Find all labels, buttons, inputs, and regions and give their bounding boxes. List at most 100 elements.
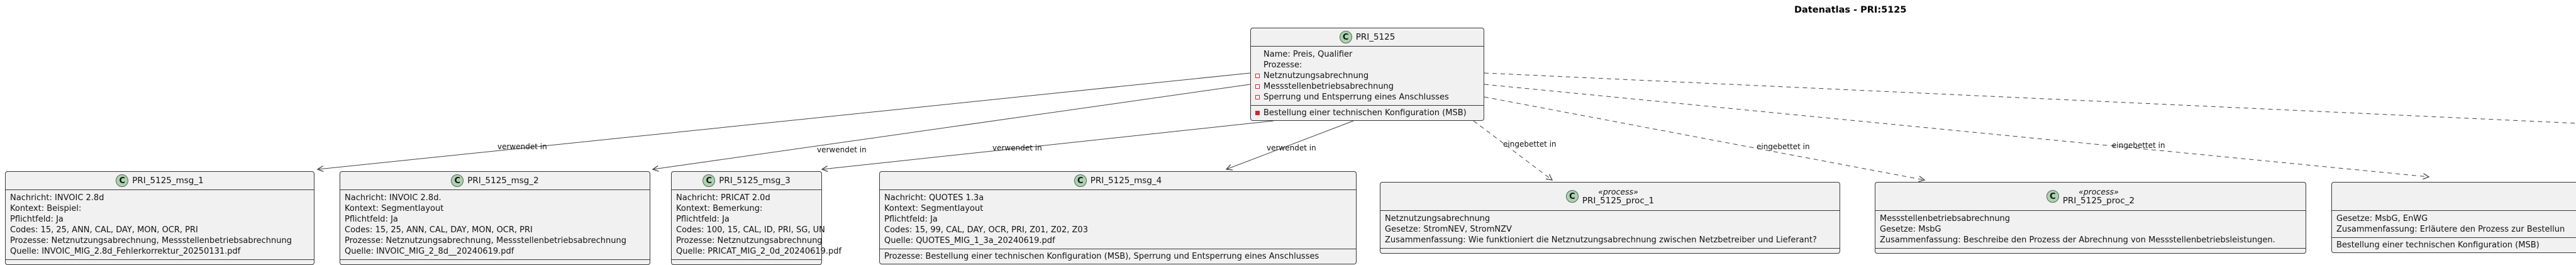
class-stereotype: «process» <box>2079 187 2119 196</box>
class-attribute: Nachricht: INVOIC 2.8d. <box>345 193 441 203</box>
class-header: C PRI_5125 <box>1251 28 1484 47</box>
field-square-icon <box>1255 95 1260 99</box>
class-attribute: Name: Preis, Qualifier <box>1263 50 1353 59</box>
class-attribute: Zusammenfassung: Beschreibe den Prozess … <box>1880 235 2275 245</box>
edge-label-verwendet-in-2: verwendet in <box>817 145 867 154</box>
class-attribute: Prozesse: Netznutzungsabrechnung, Messst… <box>345 236 626 245</box>
class-attribute: Nachricht: INVOIC 2.8d <box>10 193 104 203</box>
class-attributes: Messstellenbetriebsabrechnung Gesetze: M… <box>1875 211 2306 248</box>
class-attribute: Prozesse: Netznutzungsabrechnung, Messst… <box>10 236 292 245</box>
class-attribute: Pflichtfeld: Ja <box>676 215 730 224</box>
class-box-pri-5125-proc-1: C «process» PRI_5125_proc_1 Netznutzungs… <box>1380 182 1840 254</box>
empty-methods-compartment <box>1380 248 1840 253</box>
class-attribute: Quelle: INVOIC_MIG_2.8d_Fehlerkorrektur_… <box>10 247 241 256</box>
class-attribute: Codes: 15, 25, ANN, CAL, DAY, MON, OCR, … <box>345 225 533 235</box>
class-icon: C <box>702 174 716 187</box>
class-attribute: Nachricht: PRICAT 2.0d <box>676 193 770 203</box>
class-name: PRI_5125 <box>1355 32 1396 42</box>
class-attribute: Zusammenfassung: Wie funktioniert die Ne… <box>1385 235 1817 245</box>
class-attributes: Nachricht: INVOIC 2.8d Kontext: Beispiel… <box>6 190 314 259</box>
class-methods: Bestellung einer technischen Konfigurati… <box>2332 237 2576 252</box>
edge-label-eingebettet-in-3: eingebettet in <box>2112 141 2165 150</box>
class-attribute: Codes: 15, 25, ANN, CAL, DAY, MON, OCR, … <box>10 225 198 235</box>
class-box-pri-5125-msg-4: C PRI_5125_msg_4 Nachricht: QUOTES 1.3a … <box>879 171 1357 264</box>
class-header: C PRI_5125_msg_4 <box>880 172 1356 190</box>
edge-label-verwendet-in-1: verwendet in <box>497 142 547 151</box>
class-attribute: Codes: 100, 15, CAL, ID, PRI, SG, UN <box>676 225 825 235</box>
class-name: PRI_5125_proc_1 <box>1582 196 1655 206</box>
class-attribute: Quelle: PRICAT_MIG_2_0d_20240619.pdf <box>676 247 842 256</box>
class-attribute: Messstellenbetriebsabrechnung <box>1880 214 2011 223</box>
page-title: Datenatlas - PRI:5125 <box>1794 5 1907 15</box>
class-attributes: Netznutzungsabrechnung Gesetze: StromNEV… <box>1380 211 1840 248</box>
class-name: PRI_5125_msg_2 <box>467 176 539 186</box>
class-icon: C <box>1339 31 1352 43</box>
class-icon: C <box>116 174 129 187</box>
class-header <box>2332 183 2576 211</box>
class-attribute: Zusammenfassung: Erläutere den Prozess z… <box>2336 225 2565 234</box>
class-method: Prozesse: Bestellung einer technischen K… <box>884 252 1319 261</box>
class-attribute: Pflichtfeld: Ja <box>884 215 938 224</box>
empty-methods-compartment <box>672 259 821 264</box>
class-box-pri-5125-msg-2: C PRI_5125_msg_2 Nachricht: INVOIC 2.8d.… <box>340 171 650 265</box>
class-attribute: Prozesse: <box>1263 60 1302 70</box>
class-attribute: Kontext: Bemerkung: <box>676 204 763 213</box>
class-box-pri-5125: C PRI_5125 Name: Preis, Qualifier Prozes… <box>1250 28 1484 121</box>
class-attribute: Gesetze: StromNEV, StromNZV <box>1385 225 1512 234</box>
class-name: PRI_5125_msg_1 <box>132 176 204 186</box>
class-attribute: Pflichtfeld: Ja <box>10 215 64 224</box>
class-attributes: Nachricht: INVOIC 2.8d. Kontext: Segment… <box>340 190 650 259</box>
class-stereotype: «process» <box>1598 187 1638 196</box>
class-icon: C <box>1074 174 1087 187</box>
class-box-pri-5125-msg-1: C PRI_5125_msg_1 Nachricht: INVOIC 2.8d … <box>5 171 314 265</box>
field-square-icon <box>1255 74 1260 78</box>
edge-label-verwendet-in-3: verwendet in <box>992 144 1042 152</box>
class-methods: Bestellung einer technischen Konfigurati… <box>1251 105 1484 120</box>
class-attribute: Kontext: Beispiel: <box>10 204 82 213</box>
class-name: PRI_5125_msg_4 <box>1090 176 1162 186</box>
class-attribute: Netznutzungsabrechnung <box>1385 214 1491 223</box>
class-box-pri-5125-proc-3-clipped: Gesetze: MsbG, EnWG Zusammenfassung: Erl… <box>2331 182 2576 253</box>
class-attribute: Messstellenbetriebsabrechnung <box>1263 82 1394 91</box>
class-attribute: Codes: 15, 99, CAL, DAY, OCR, PRI, Z01, … <box>884 225 1088 235</box>
class-attribute: Gesetze: MsbG, EnWG <box>2336 214 2428 223</box>
empty-methods-compartment <box>6 259 314 264</box>
class-attribute: Quelle: QUOTES_MIG_1_3a_20240619.pdf <box>884 236 1055 245</box>
class-box-pri-5125-msg-3: C PRI_5125_msg_3 Nachricht: PRICAT 2.0d … <box>671 171 842 265</box>
class-header: C PRI_5125_msg_2 <box>340 172 650 190</box>
edge-label-eingebettet-in-1: eingebettet in <box>1503 140 1557 149</box>
field-square-icon <box>1255 84 1260 89</box>
class-attributes: Nachricht: QUOTES 1.3a Kontext: Segmentl… <box>880 190 1356 249</box>
class-attribute: Prozesse: Netznutzungsabrechnung <box>676 236 823 245</box>
class-attribute: Pflichtfeld: Ja <box>345 215 398 224</box>
class-header: C «process» PRI_5125_proc_2 <box>1875 183 2306 211</box>
class-attributes: Name: Preis, Qualifier Prozesse: Netznut… <box>1251 47 1484 105</box>
edge-label-verwendet-in-4: verwendet in <box>1267 144 1316 152</box>
class-method: Bestellung einer technischen Konfigurati… <box>2336 240 2540 250</box>
class-methods: Prozesse: Bestellung einer technischen K… <box>880 249 1356 264</box>
class-attribute: Netznutzungsabrechnung <box>1263 71 1369 81</box>
class-header: C PRI_5125_msg_1 <box>6 172 314 190</box>
class-method: Bestellung einer technischen Konfigurati… <box>1263 108 1467 118</box>
class-attribute: Kontext: Segmentlayout <box>884 204 984 213</box>
class-icon: C <box>2046 190 2059 203</box>
class-icon: C <box>451 174 464 187</box>
class-attribute: Kontext: Segmentlayout <box>345 204 444 213</box>
class-attributes: Nachricht: PRICAT 2.0d Kontext: Bemerkun… <box>672 190 842 259</box>
class-box-pri-5125-proc-2: C «process» PRI_5125_proc_2 Messstellenb… <box>1875 182 2306 254</box>
class-attribute: Gesetze: MsbG <box>1880 225 1941 234</box>
edge-label-eingebettet-in-2: eingebettet in <box>1757 142 1810 151</box>
method-square-icon <box>1255 111 1260 115</box>
class-attribute: Quelle: INVOIC_MIG_2_8d__20240619.pdf <box>345 247 514 256</box>
empty-methods-compartment <box>1875 248 2306 253</box>
empty-methods-compartment <box>340 259 650 264</box>
class-header: C PRI_5125_msg_3 <box>672 172 821 190</box>
class-name: PRI_5125_msg_3 <box>719 176 791 186</box>
class-icon: C <box>1565 190 1579 203</box>
class-header: C «process» PRI_5125_proc_1 <box>1380 183 1840 211</box>
class-name: PRI_5125_proc_2 <box>2062 196 2135 206</box>
class-attribute: Nachricht: QUOTES 1.3a <box>884 193 984 203</box>
class-attributes: Gesetze: MsbG, EnWG Zusammenfassung: Erl… <box>2332 211 2576 237</box>
